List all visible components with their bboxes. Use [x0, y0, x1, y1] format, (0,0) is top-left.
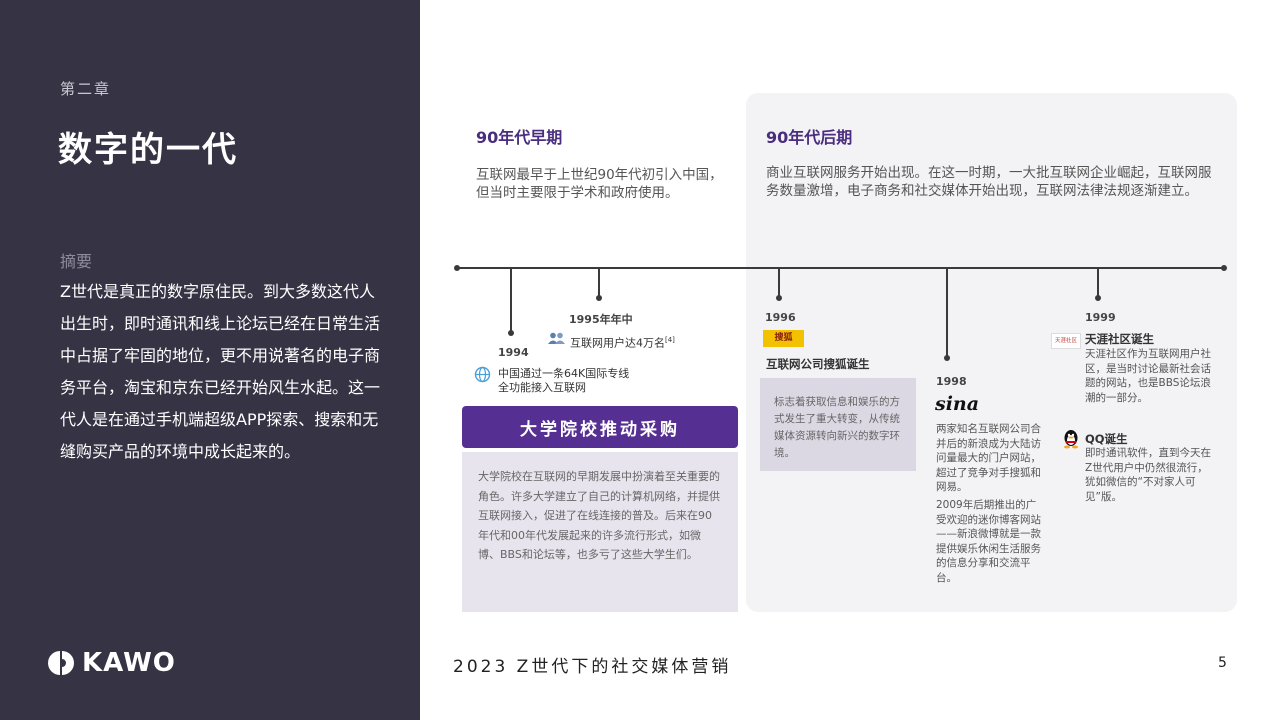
kawo-logo-icon [48, 651, 74, 675]
page-title: 数字的一代 [58, 130, 238, 170]
globe-icon [474, 366, 491, 383]
summary-text: Z世代是真正的数字原住民。到大多数这代人出生时，即时通讯和线上论坛已经在日常生活… [60, 282, 381, 461]
sina-logo: sina [935, 393, 980, 415]
early-90s-title: 90年代早期 [476, 128, 563, 147]
late-90s-text: 商业互联网服务开始出现。在这一时期，一大批互联网企业崛起，互联网服务数量激增，电… [766, 165, 1212, 199]
event-1999-text: 天涯社区作为互联网用户社区，是当时讨论最新社会话题的网站，也是BBS论坛浪潮的一… [1085, 348, 1211, 404]
event-1998-weibo-text: 2009年后期推出的广受欢迎的迷你博客网站——新浪微博就是一款提供娱乐休闲生活服… [936, 499, 1041, 584]
timeline-end-dot [1221, 265, 1227, 271]
event-1996-title: 互联网公司搜狐诞生 [766, 357, 870, 371]
chapter-label: 第二章 [60, 80, 112, 98]
event-1996-detail: 标志着获取信息和娱乐的方式发生了重大转变，从传统媒体资源转向新兴的数字环境。 [774, 396, 900, 459]
event-1995-label: 互联网用户达4万名 [570, 336, 665, 350]
logo-text: KAWO [82, 648, 176, 678]
timeline-start-dot [454, 265, 460, 271]
event-1995-text: 互联网用户达4万名[4] [570, 333, 675, 351]
qq-text: 即时通讯软件，直到今天在Z世代用户中仍然很流行，犹如微信的“不对家人可见”版。 [1085, 447, 1211, 503]
dot-1994 [508, 330, 514, 336]
event-1999-title: 天涯社区诞生 [1085, 332, 1154, 346]
year-1996: 1996 [765, 311, 796, 324]
sohu-detail-box [760, 378, 916, 471]
stem-1996 [778, 268, 780, 298]
page-number: 5 [1218, 655, 1227, 671]
university-box [462, 452, 738, 612]
dot-1998 [944, 355, 950, 361]
sohu-logo: 搜狐 [763, 330, 804, 347]
event-1998-text: 两家知名互联网公司合并后的新浪成为大陆访问量最大的门户网站，超过了竞争对手搜狐和… [936, 423, 1041, 493]
users-icon [548, 332, 565, 344]
dot-1995 [596, 295, 602, 301]
kawo-logo: KAWO [46, 648, 176, 678]
footer-title: 2023 Z世代下的社交媒体营销 [453, 657, 732, 677]
qq-title: QQ诞生 [1085, 432, 1128, 446]
event-1994-text: 中国通过一条64K国际专线全功能接入互联网 [498, 367, 630, 394]
summary-label: 摘要 [60, 252, 93, 271]
sidebar: 第二章 数字的一代 摘要 Z世代是真正的数字原住民。到大多数这代人出生时，即时通… [0, 0, 420, 720]
year-1998: 1998 [936, 375, 967, 388]
qq-penguin-icon [1064, 430, 1078, 449]
late-90s-panel [746, 93, 1237, 612]
dot-1999 [1095, 295, 1101, 301]
year-1994: 1994 [498, 346, 529, 359]
year-1995: 1995年年中 [569, 313, 633, 326]
timeline-line [456, 267, 1226, 269]
dot-1996 [776, 295, 782, 301]
year-1999: 1999 [1085, 311, 1116, 324]
tianya-logo: 天涯社区 [1051, 333, 1081, 349]
university-text: 大学院校在互联网的早期发展中扮演着至关重要的角色。许多大学建立了自己的计算机网络… [478, 470, 720, 561]
stem-1999 [1097, 268, 1099, 298]
stem-1995 [598, 268, 600, 298]
stem-1994 [510, 268, 512, 332]
citation-marker: [4] [665, 336, 675, 344]
stem-1998 [946, 268, 948, 358]
late-90s-title: 90年代后期 [766, 128, 853, 147]
early-90s-text: 互联网最早于上世纪90年代初引入中国，但当时主要限于学术和政府使用。 [476, 167, 723, 201]
university-heading: 大学院校推动采购 [462, 406, 738, 448]
